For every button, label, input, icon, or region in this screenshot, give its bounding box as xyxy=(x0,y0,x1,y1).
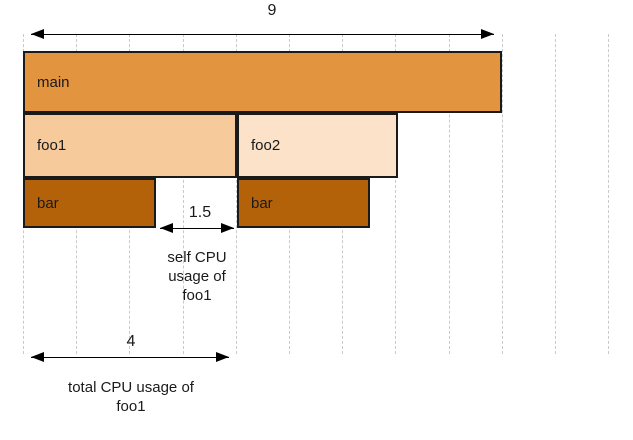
flame-frame-label: foo2 xyxy=(251,137,281,154)
total-cpu-measure-value: 4 xyxy=(126,333,136,350)
grid-line xyxy=(501,34,503,354)
self-cpu-caption-line-3: foo1 xyxy=(182,286,212,304)
flame-frame-bar-1[interactable]: bar xyxy=(23,178,156,228)
flame-frame-foo2[interactable]: foo2 xyxy=(237,113,398,178)
arrow-head-right xyxy=(221,222,234,233)
grid-line xyxy=(555,34,556,354)
arrow-shaft xyxy=(31,34,494,35)
flame-frame-label: bar xyxy=(251,194,273,212)
arrow-head-left xyxy=(160,222,173,233)
arrow-head-right xyxy=(216,351,229,362)
total-cpu-caption-line-2: foo1 xyxy=(116,397,146,415)
self-cpu-caption-line-2: usage of xyxy=(168,267,226,285)
total-width-measure-value: 9 xyxy=(267,2,277,19)
arrow-head-right xyxy=(481,28,494,39)
grid-line xyxy=(608,34,610,354)
arrow-shaft xyxy=(160,228,234,229)
flame-frame-label: bar xyxy=(37,194,59,212)
total-cpu-caption-line-1: total CPU usage of xyxy=(68,379,194,396)
grid-line xyxy=(448,34,450,354)
arrow-head-left xyxy=(31,351,44,362)
grid-line xyxy=(395,34,397,354)
flame-frame-label: foo1 xyxy=(37,137,67,154)
flame-frame-label: main xyxy=(37,73,70,91)
self-cpu-caption-line-1: self CPU xyxy=(167,249,227,266)
arrow-shaft xyxy=(31,357,229,358)
flame-frame-foo1[interactable]: foo1 xyxy=(23,113,237,178)
flame-frame-main[interactable]: main xyxy=(23,51,502,113)
arrow-head-left xyxy=(31,28,44,39)
flame-frame-bar-2[interactable]: bar xyxy=(237,178,370,228)
self-cpu-measure-value: 1.5 xyxy=(188,204,212,221)
self-cpu-caption: self CPU usage of foo1 xyxy=(127,249,267,305)
grid-line xyxy=(182,34,184,354)
grid-line xyxy=(235,34,237,354)
total-cpu-caption: total CPU usage of foo1 xyxy=(11,379,251,417)
